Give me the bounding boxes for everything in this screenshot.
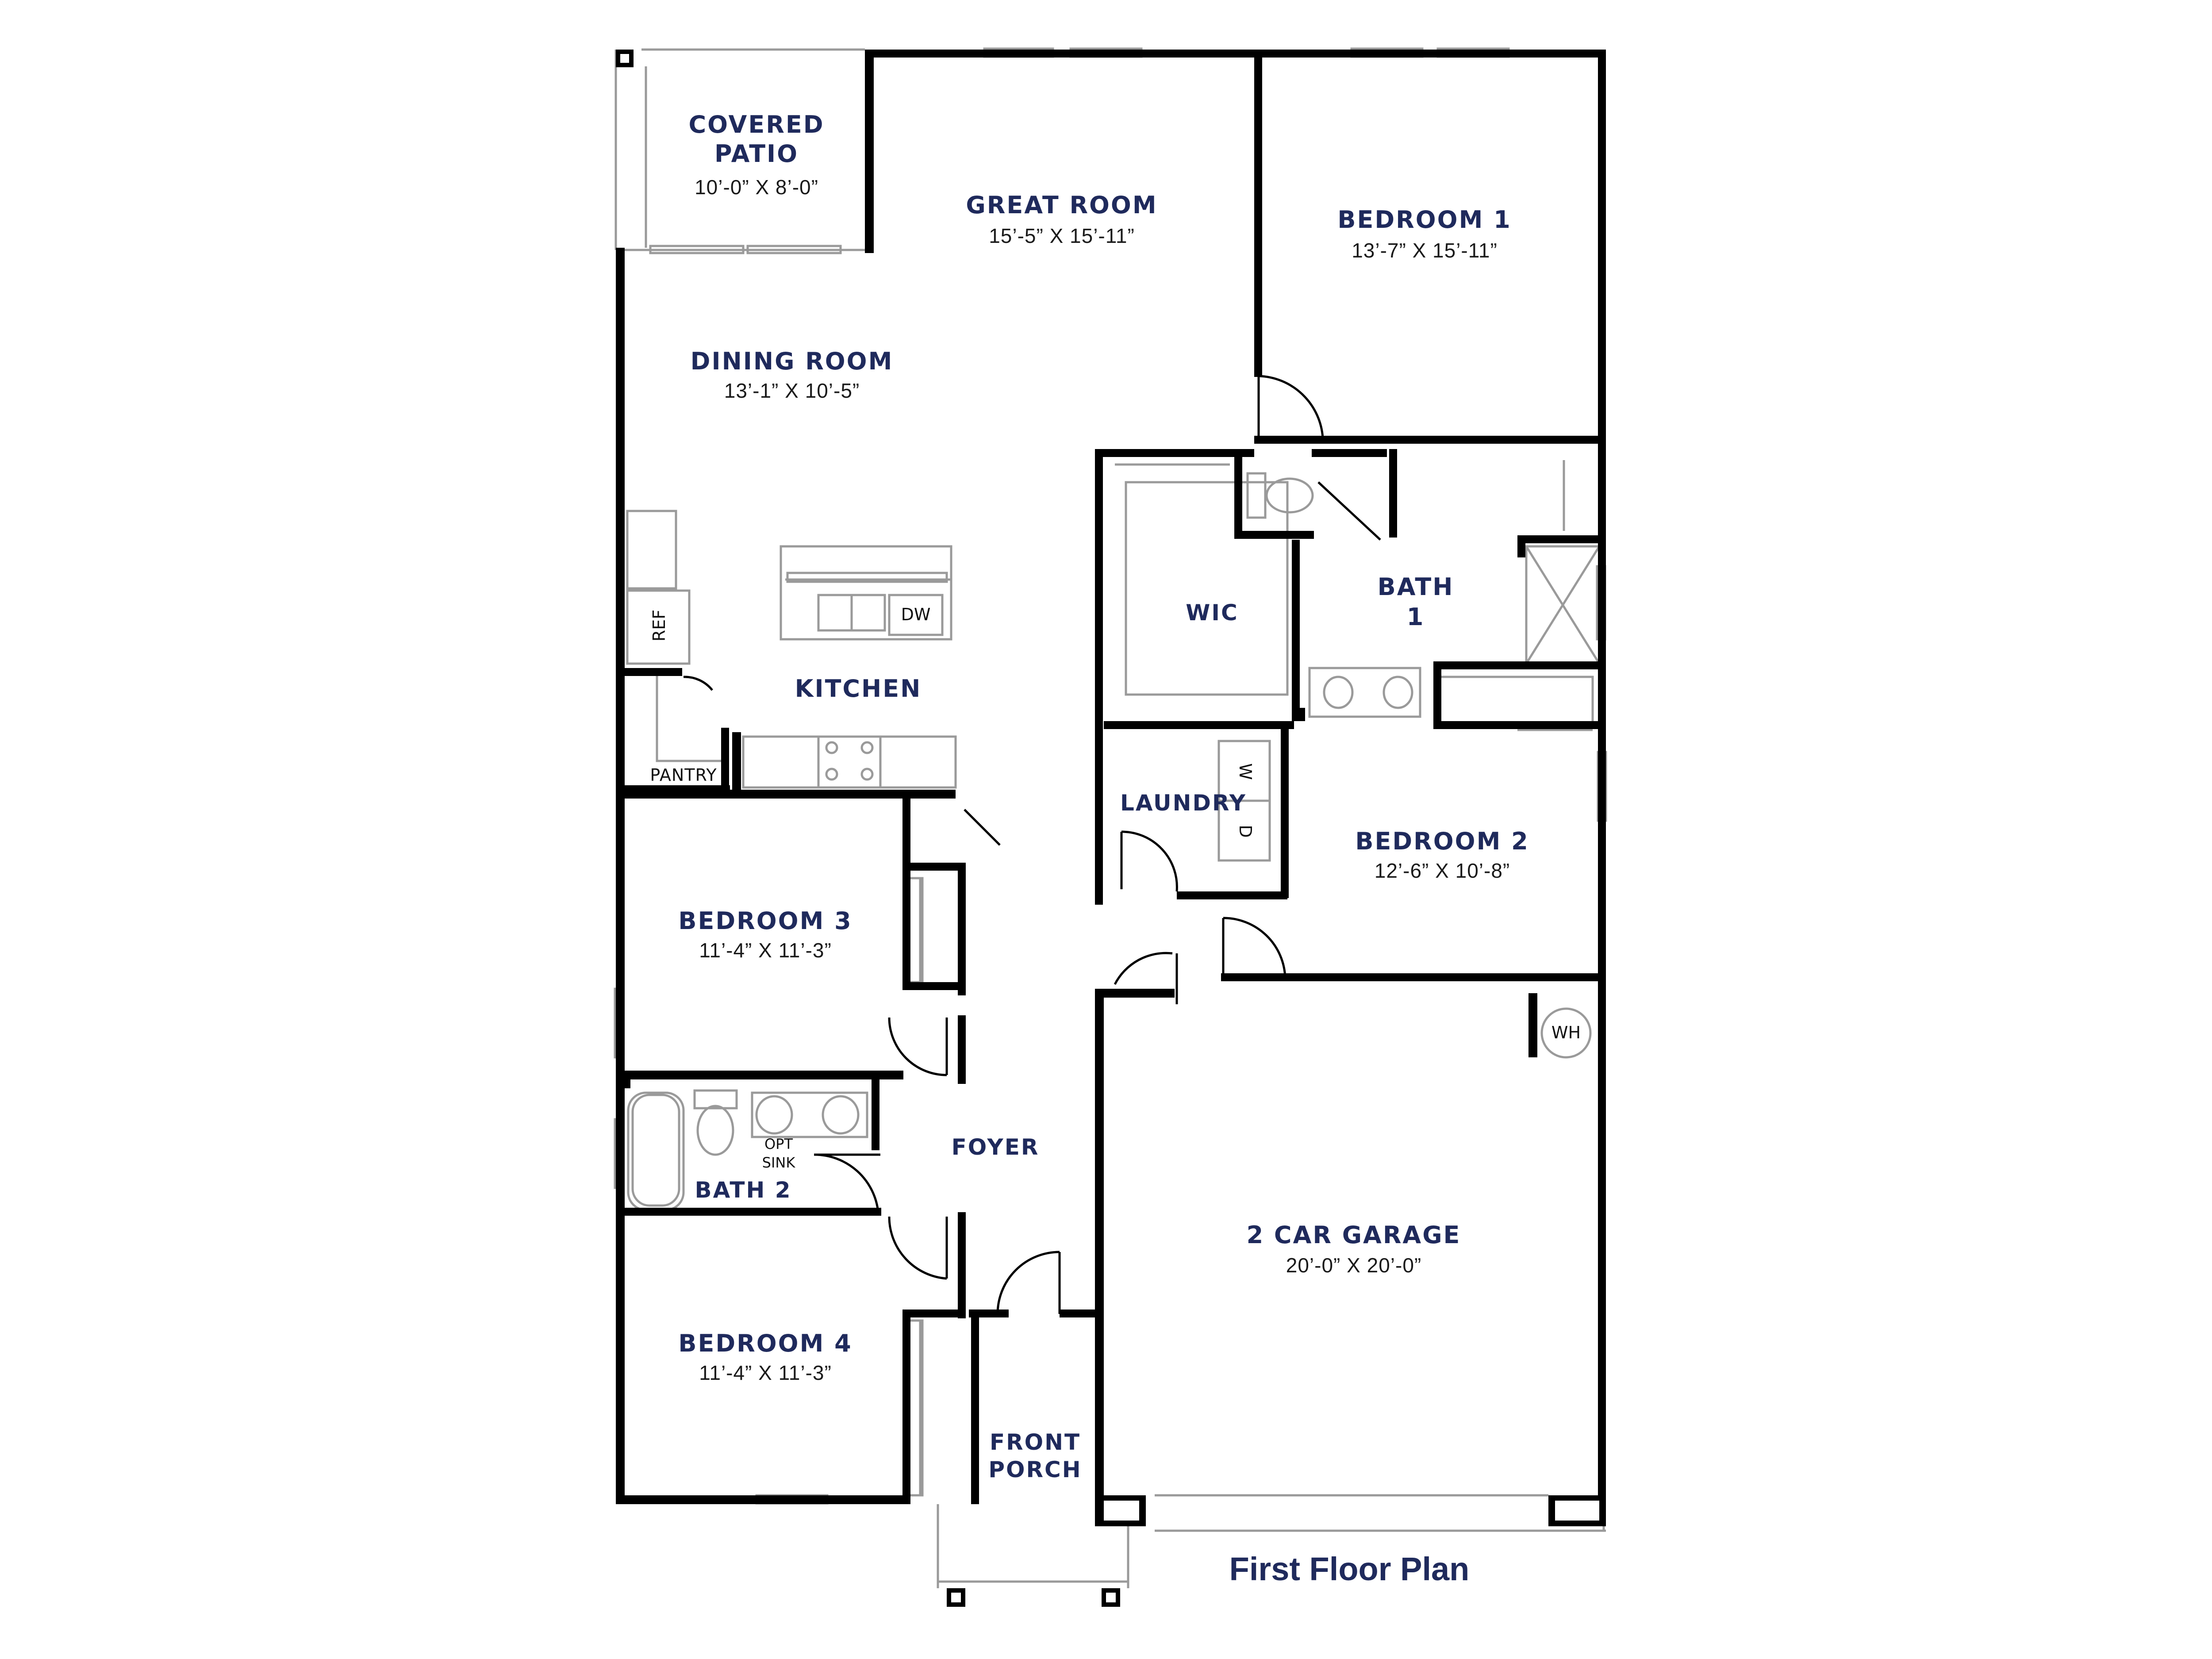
bath-1-name-line2: 1 bbox=[1406, 603, 1425, 631]
great-room-name: GREAT ROOM bbox=[966, 191, 1158, 219]
optional-sink-line1: OPT bbox=[764, 1136, 793, 1152]
water-heater-label: WH bbox=[1551, 1023, 1581, 1042]
optional-sink-label: OPT SINK bbox=[748, 1137, 810, 1170]
covered-patio-dims: 10’-0” X 8’-0” bbox=[695, 176, 818, 199]
foyer-name: FOYER bbox=[951, 1134, 1040, 1160]
dining-room-name: DINING ROOM bbox=[690, 347, 894, 375]
plan-title: First Floor Plan bbox=[1229, 1551, 1470, 1587]
laundry-name: LAUNDRY bbox=[1120, 790, 1247, 816]
dishwasher-label: DW bbox=[901, 605, 931, 624]
pantry-name: PANTRY bbox=[650, 765, 717, 785]
garage-dims: 20’-0” X 20’-0” bbox=[1286, 1254, 1422, 1277]
bath-2-name: BATH 2 bbox=[695, 1177, 792, 1203]
door-swings bbox=[683, 375, 1381, 1314]
covered-patio-label: COVERED PATIO bbox=[677, 113, 836, 166]
bath-1-name-line1: BATH bbox=[1377, 573, 1454, 601]
covered-patio-name-line2: PATIO bbox=[714, 140, 799, 168]
garage-name: 2 CAR GARAGE bbox=[1246, 1221, 1461, 1249]
front-porch-label: FRONT PORCH bbox=[978, 1431, 1093, 1481]
bedroom-2-dims: 12’-6” X 10’-8” bbox=[1374, 859, 1510, 882]
walls bbox=[616, 50, 1606, 1607]
front-porch-name-line1: FRONT bbox=[989, 1429, 1081, 1455]
covered-patio-name-line1: COVERED bbox=[688, 111, 825, 138]
optional-sink-line2: SINK bbox=[762, 1154, 795, 1171]
bedroom-4-dims: 11’-4” X 11’-3” bbox=[699, 1361, 832, 1384]
bedroom-1-name: BEDROOM 1 bbox=[1337, 206, 1512, 234]
great-room-dims: 15’-5” X 15’-11” bbox=[989, 224, 1135, 247]
bath-1-label: BATH 1 bbox=[1349, 575, 1482, 629]
bedroom-3-dims: 11’-4” X 11’-3” bbox=[699, 939, 832, 962]
refrigerator-label: REF bbox=[649, 609, 669, 642]
wic-name: WIC bbox=[1186, 600, 1239, 626]
kitchen-name: KITCHEN bbox=[795, 675, 922, 703]
thin-lines bbox=[614, 47, 1607, 1588]
front-porch-name-line2: PORCH bbox=[988, 1457, 1082, 1482]
bedroom-4-name: BEDROOM 4 bbox=[678, 1329, 853, 1357]
dining-room-dims: 13’-1” X 10’-5” bbox=[724, 379, 860, 402]
bedroom-2-name: BEDROOM 2 bbox=[1355, 827, 1529, 855]
dryer-label: D bbox=[1236, 825, 1255, 838]
bedroom-1-dims: 13’-7” X 15’-11” bbox=[1352, 239, 1498, 262]
washer-label: W bbox=[1236, 763, 1255, 780]
bedroom-3-name: BEDROOM 3 bbox=[678, 907, 853, 935]
